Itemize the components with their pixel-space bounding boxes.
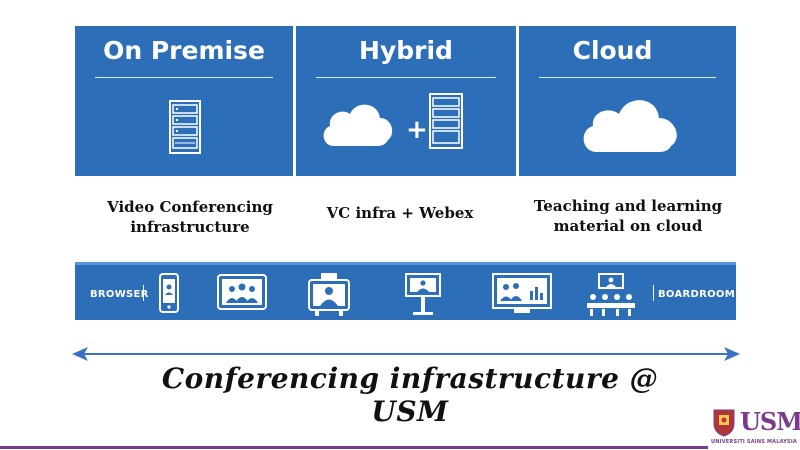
panel-hybrid: Hybrid + — [296, 26, 516, 176]
description-line: material on cloud — [553, 217, 703, 235]
device-strip: BROWSER — [75, 262, 736, 320]
logo-text: USM — [740, 407, 800, 436]
strip-label-boardroom: BOARDROOM — [658, 289, 735, 300]
svg-text:+: + — [406, 115, 428, 145]
boardroom-icon — [587, 273, 635, 316]
panel-cloud: Cloud — [519, 26, 736, 176]
strip-label-browser: BROWSER — [90, 289, 149, 300]
server-rack-icon — [169, 100, 201, 154]
description-line: Video Conferencing — [107, 198, 273, 216]
description-line: VC infra + Webex — [326, 204, 474, 222]
kiosk-icon — [405, 273, 441, 315]
main-title: Conferencing infrastructure @ USM — [161, 362, 659, 428]
description-on-premise: Video Conferencing infrastructure — [85, 197, 295, 237]
divider — [539, 77, 716, 78]
description-line: Teaching and learning — [533, 197, 723, 215]
divider — [653, 285, 654, 301]
description-hybrid: VC infra + Webex — [300, 203, 500, 223]
double-arrow — [72, 347, 740, 361]
footer-line — [0, 446, 708, 449]
description-line: infrastructure — [130, 218, 250, 236]
divider — [95, 77, 273, 78]
display-conference-icon — [492, 273, 552, 313]
panel-title: On Premise — [103, 36, 265, 65]
usm-logo: USM UNIVERSITI SAINS MALAYSIA — [708, 405, 800, 450]
logo-subtext: UNIVERSITI SAINS MALAYSIA — [711, 439, 797, 445]
panel-title: Hybrid — [359, 36, 453, 65]
crest-icon — [713, 409, 735, 437]
divider — [316, 77, 496, 78]
cloud-icon — [583, 100, 677, 152]
panel-title: Cloud — [572, 36, 653, 65]
description-cloud: Teaching and learning material on cloud — [523, 196, 733, 236]
phone-icon — [159, 273, 179, 313]
panel-on-premise: On Premise — [75, 26, 293, 176]
divider — [143, 285, 144, 301]
tablet-conference-icon — [217, 274, 267, 310]
cloud-plus-server-icon: + — [323, 93, 463, 149]
desktop-video-unit-icon — [308, 273, 350, 316]
